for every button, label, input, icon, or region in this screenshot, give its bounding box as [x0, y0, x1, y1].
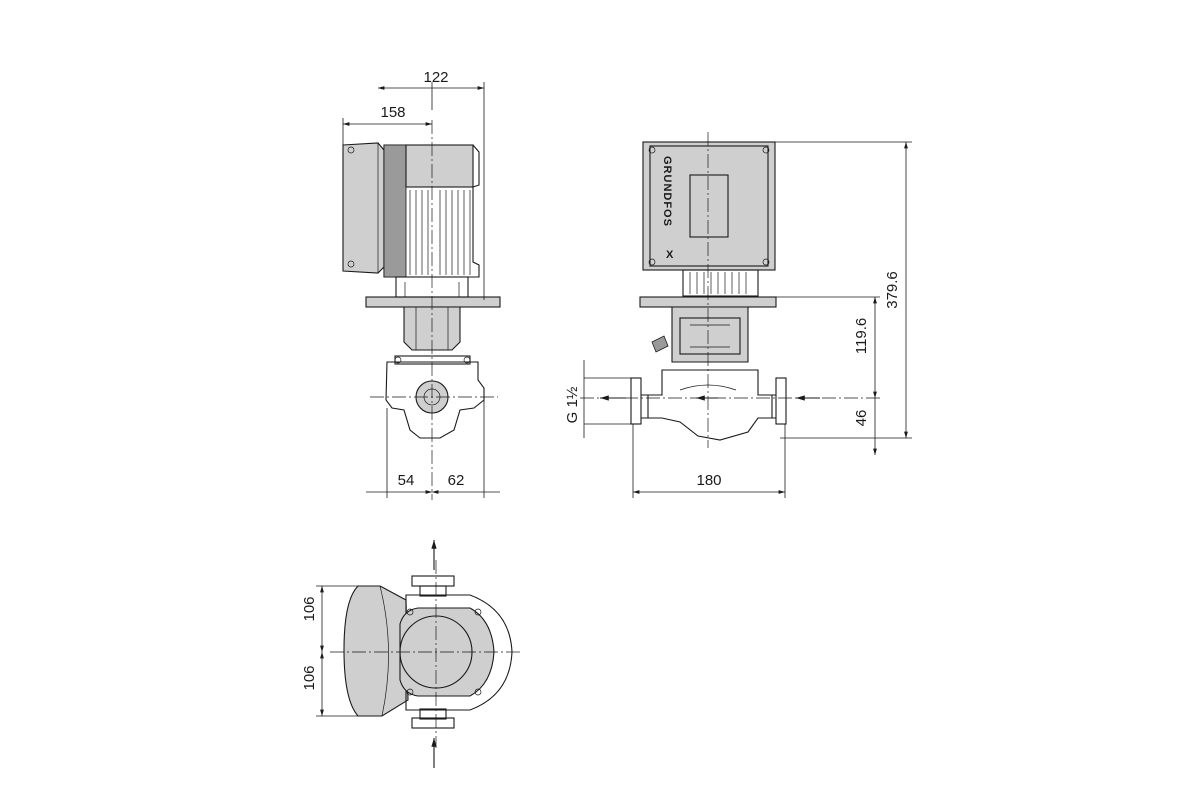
control-head — [642, 141, 776, 271]
pump-housing — [385, 361, 485, 439]
brand-text: GRUNDFOS — [661, 156, 673, 227]
dim-54: 54 — [398, 472, 415, 489]
inlet-flange — [775, 377, 787, 425]
thread-label: G 1½ — [564, 386, 581, 423]
cooling-fins — [409, 190, 471, 275]
dim-106-lower: 106 — [301, 665, 318, 690]
dim-46: 46 — [853, 410, 870, 427]
top-outlet-flange — [411, 575, 455, 587]
front-view: GRUNDFOS X — [564, 132, 912, 498]
dim-106-upper: 106 — [301, 596, 318, 621]
motor-fins — [682, 269, 759, 297]
dim-379-6: 379.6 — [884, 271, 901, 309]
side-view: 122 158 54 62 — [342, 69, 501, 500]
dim-122: 122 — [423, 69, 448, 86]
display-window — [689, 174, 729, 238]
dim-180: 180 — [696, 472, 721, 489]
dim-62: 62 — [448, 472, 465, 489]
dim-158: 158 — [380, 104, 405, 121]
mounting-flange — [365, 296, 501, 308]
brand-logo-text: X — [666, 249, 674, 261]
top-control-head — [343, 585, 409, 717]
front-pump-stool — [671, 306, 749, 363]
dim-119-6: 119.6 — [853, 318, 870, 354]
vent-screw — [651, 335, 669, 353]
front-pump-body — [647, 369, 773, 441]
top-inlet-flange — [411, 717, 455, 729]
top-view: 106 106 — [301, 540, 522, 768]
outlet-flange — [630, 377, 642, 425]
